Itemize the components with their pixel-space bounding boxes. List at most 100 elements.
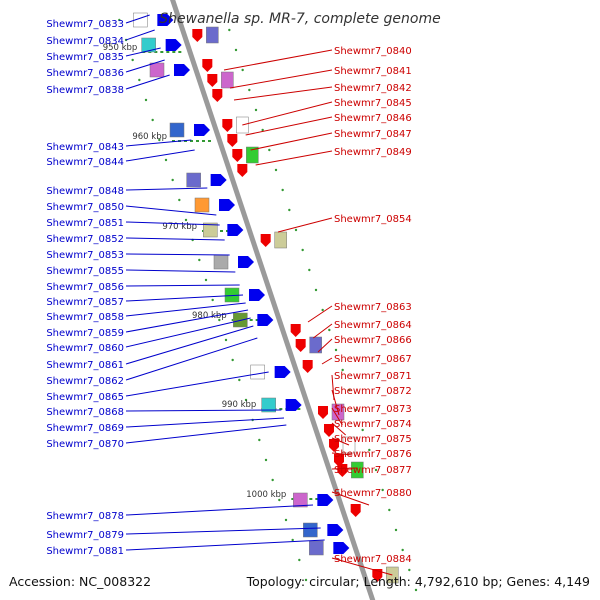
gene-label-left[interactable]: Shewmr7_0851 bbox=[46, 218, 124, 229]
gene-label-left[interactable]: Shewmr7_0879 bbox=[46, 530, 124, 541]
gene-label-left[interactable]: Shewmr7_0865 bbox=[46, 392, 124, 403]
gene-box[interactable] bbox=[141, 37, 156, 53]
gene-arrow-left-strand[interactable] bbox=[317, 494, 334, 506]
gene-label-right[interactable]: Shewmr7_0847 bbox=[334, 129, 412, 140]
gene-label-left[interactable]: Shewmr7_0844 bbox=[46, 157, 124, 168]
gene-label-right[interactable]: Shewmr7_0867 bbox=[334, 354, 412, 365]
gene-label-left[interactable]: Shewmr7_0834 bbox=[46, 36, 124, 47]
gene-label-left[interactable]: Shewmr7_0833 bbox=[46, 19, 124, 30]
gene-label-right[interactable]: Shewmr7_0842 bbox=[334, 83, 412, 94]
gene-label-right[interactable]: Shewmr7_0880 bbox=[334, 488, 412, 499]
gene-label-left[interactable]: Shewmr7_0843 bbox=[46, 142, 124, 153]
gene-arrow-right-strand[interactable] bbox=[295, 339, 306, 352]
gene-label-left[interactable]: Shewmr7_0850 bbox=[46, 202, 124, 213]
gene-box[interactable] bbox=[149, 62, 165, 78]
gene-label-left[interactable]: Shewmr7_0838 bbox=[46, 85, 124, 96]
gene-label-right[interactable]: Shewmr7_0863 bbox=[334, 302, 412, 313]
gene-label-right[interactable]: Shewmr7_0871 bbox=[334, 371, 412, 382]
gene-arrow-left-strand[interactable] bbox=[257, 314, 274, 326]
gene-arrow-right-strand[interactable] bbox=[334, 454, 344, 467]
gene-box[interactable] bbox=[351, 461, 364, 479]
gene-box[interactable] bbox=[213, 254, 229, 270]
gene-label-right[interactable]: Shewmr7_0873 bbox=[334, 404, 412, 415]
gene-label-left[interactable]: Shewmr7_0859 bbox=[46, 328, 124, 339]
gene-label-right[interactable]: Shewmr7_0884 bbox=[334, 554, 412, 565]
gene-arrow-right-strand[interactable] bbox=[350, 504, 361, 517]
gene-arrow-left-strand[interactable] bbox=[238, 256, 254, 268]
gene-arrow-left-strand[interactable] bbox=[157, 14, 174, 26]
gene-arrow-left-strand[interactable] bbox=[210, 174, 227, 186]
gene-label-left[interactable]: Shewmr7_0848 bbox=[46, 186, 124, 197]
gene-arrow-right-strand[interactable] bbox=[324, 424, 334, 437]
gene-arrow-right-strand[interactable] bbox=[207, 74, 218, 87]
gene-label-left[interactable]: Shewmr7_0869 bbox=[46, 423, 124, 434]
gene-label-left[interactable]: Shewmr7_0868 bbox=[46, 407, 124, 418]
gene-label-right[interactable]: Shewmr7_0854 bbox=[334, 214, 412, 225]
gene-label-left[interactable]: Shewmr7_0862 bbox=[46, 376, 124, 387]
gene-box[interactable] bbox=[169, 122, 185, 138]
gene-arrow-left-strand[interactable] bbox=[333, 542, 350, 554]
gene-box[interactable] bbox=[309, 540, 324, 556]
gene-box[interactable] bbox=[303, 522, 318, 538]
gene-arrow-right-strand[interactable] bbox=[192, 29, 203, 42]
gene-arrow-left-strand[interactable] bbox=[194, 124, 210, 136]
gene-box[interactable] bbox=[261, 397, 276, 413]
gene-arrow-right-strand[interactable] bbox=[202, 59, 213, 72]
gene-arrow-left-strand[interactable] bbox=[249, 289, 265, 301]
gene-label-right[interactable]: Shewmr7_0874 bbox=[334, 419, 412, 430]
gene-label-left[interactable]: Shewmr7_0861 bbox=[46, 360, 124, 371]
gene-arrow-left-strand[interactable] bbox=[174, 64, 190, 76]
gene-arrow-right-strand[interactable] bbox=[222, 119, 233, 132]
gene-label-left[interactable]: Shewmr7_0853 bbox=[46, 250, 124, 261]
gene-arrow-right-strand[interactable] bbox=[290, 324, 301, 337]
gene-label-left[interactable]: Shewmr7_0836 bbox=[46, 68, 124, 79]
gene-label-right[interactable]: Shewmr7_0872 bbox=[334, 386, 412, 397]
gene-box[interactable] bbox=[293, 492, 308, 508]
gene-label-left[interactable]: Shewmr7_0858 bbox=[46, 312, 124, 323]
gene-box[interactable] bbox=[203, 222, 218, 238]
gene-arrow-left-strand[interactable] bbox=[274, 366, 291, 378]
gene-box[interactable] bbox=[186, 172, 201, 188]
gene-label-right[interactable]: Shewmr7_0841 bbox=[334, 66, 412, 77]
gene-arrow-left-strand[interactable] bbox=[285, 399, 302, 411]
gene-box[interactable] bbox=[206, 26, 219, 44]
gene-label-right[interactable]: Shewmr7_0875 bbox=[334, 434, 412, 445]
gene-label-right[interactable]: Shewmr7_0846 bbox=[334, 113, 412, 124]
gene-arrow-right-strand[interactable] bbox=[302, 360, 313, 373]
gene-arrow-left-strand[interactable] bbox=[219, 199, 235, 211]
gene-box[interactable] bbox=[221, 71, 234, 89]
gene-arrow-right-strand[interactable] bbox=[232, 149, 243, 162]
gene-arrow-right-strand[interactable] bbox=[337, 464, 348, 477]
gene-label-left[interactable]: Shewmr7_0881 bbox=[46, 546, 124, 557]
gene-label-right[interactable]: Shewmr7_0877 bbox=[334, 465, 412, 476]
gene-arrow-right-strand[interactable] bbox=[329, 439, 339, 452]
gene-label-left[interactable]: Shewmr7_0860 bbox=[46, 343, 124, 354]
gene-label-left[interactable]: Shewmr7_0835 bbox=[46, 52, 124, 63]
gene-arrow-right-strand[interactable] bbox=[372, 569, 383, 582]
gene-arrow-right-strand[interactable] bbox=[212, 89, 223, 102]
gene-label-left[interactable]: Shewmr7_0856 bbox=[46, 282, 124, 293]
gene-box[interactable] bbox=[309, 336, 322, 354]
gene-label-left[interactable]: Shewmr7_0857 bbox=[46, 297, 124, 308]
gene-label-left[interactable]: Shewmr7_0855 bbox=[46, 266, 124, 277]
gene-arrow-left-strand[interactable] bbox=[327, 524, 344, 536]
gene-label-left[interactable]: Shewmr7_0870 bbox=[46, 439, 124, 450]
gene-label-right[interactable]: Shewmr7_0840 bbox=[334, 46, 412, 57]
gene-arrow-left-strand[interactable] bbox=[227, 224, 244, 236]
gene-label-right[interactable]: Shewmr7_0876 bbox=[334, 449, 412, 460]
gene-arrow-right-strand[interactable] bbox=[260, 234, 271, 247]
gene-box[interactable] bbox=[250, 364, 265, 380]
gene-arrow-right-strand[interactable] bbox=[227, 134, 238, 147]
gene-arrow-left-strand[interactable] bbox=[165, 39, 182, 51]
gene-box[interactable] bbox=[246, 146, 259, 164]
gene-label-left[interactable]: Shewmr7_0852 bbox=[46, 234, 124, 245]
gene-label-right[interactable]: Shewmr7_0845 bbox=[334, 98, 412, 109]
gene-box[interactable] bbox=[194, 197, 210, 213]
gene-arrow-right-strand[interactable] bbox=[318, 406, 328, 419]
gene-box[interactable] bbox=[274, 231, 287, 249]
gene-label-left[interactable]: Shewmr7_0878 bbox=[46, 511, 124, 522]
gene-label-right[interactable]: Shewmr7_0866 bbox=[334, 335, 412, 346]
gene-label-right[interactable]: Shewmr7_0849 bbox=[334, 147, 412, 158]
gene-arrow-right-strand[interactable] bbox=[237, 164, 248, 177]
gene-label-right[interactable]: Shewmr7_0864 bbox=[334, 320, 412, 331]
